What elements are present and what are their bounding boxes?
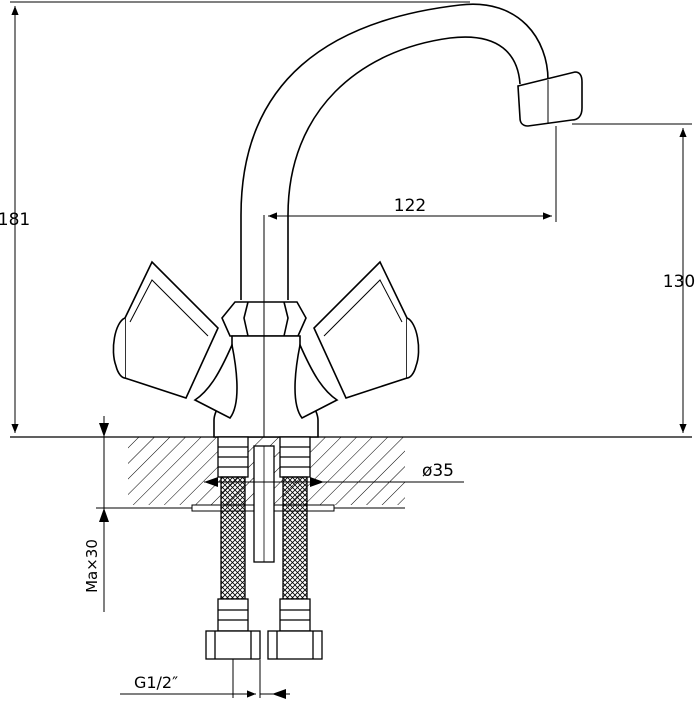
total-height-label: 181 — [0, 210, 30, 230]
right-handle-lever — [313, 260, 408, 399]
aerator-body — [517, 71, 583, 127]
countertop-section — [10, 436, 692, 512]
mount-thread-label: Mа×30 — [83, 539, 101, 593]
right-handle-stem — [294, 342, 339, 420]
aerator — [517, 71, 583, 127]
right-handle — [294, 260, 420, 420]
left-handle-stem — [193, 342, 238, 420]
body-diameter-label: ø35 — [422, 461, 454, 481]
mount-thread-arrow-top — [99, 423, 109, 437]
left-handle-cap — [112, 317, 126, 379]
spout — [240, 3, 549, 300]
right-hose — [267, 436, 323, 660]
left-hose-nut — [205, 630, 261, 660]
left-hose-ferrule — [217, 598, 249, 632]
left-hose — [205, 436, 261, 698]
body-diameter-arrow-left — [204, 477, 218, 487]
body-diameter-arrow-right — [310, 477, 324, 487]
dimension-lines — [10, 1, 692, 699]
right-handle-cap — [406, 317, 420, 379]
faucet-body — [213, 300, 319, 438]
right-hose-ferrule — [279, 598, 311, 632]
spout-inner-edge — [287, 36, 521, 300]
left-handle-lever — [124, 260, 219, 399]
right-hose-nut — [267, 630, 323, 660]
right-handle-edge — [323, 279, 403, 337]
right-hose-braid — [282, 476, 308, 600]
spout-height-label: 130 — [663, 272, 695, 292]
under-counter-parts — [205, 436, 323, 698]
left-hose-braid — [220, 476, 246, 600]
dimension-labels: 181 130 122 ø35 Mа×30 G1/2″ — [0, 196, 695, 692]
left-handle-edge — [129, 279, 209, 337]
spout-nut-facets — [243, 301, 289, 337]
spout-reach-label: 122 — [394, 196, 426, 216]
left-handle — [112, 260, 238, 420]
hose-thread-label: G1/2″ — [134, 673, 178, 692]
mount-thread-arrow-bottom — [99, 508, 109, 522]
spout-outer-edge — [240, 3, 549, 300]
